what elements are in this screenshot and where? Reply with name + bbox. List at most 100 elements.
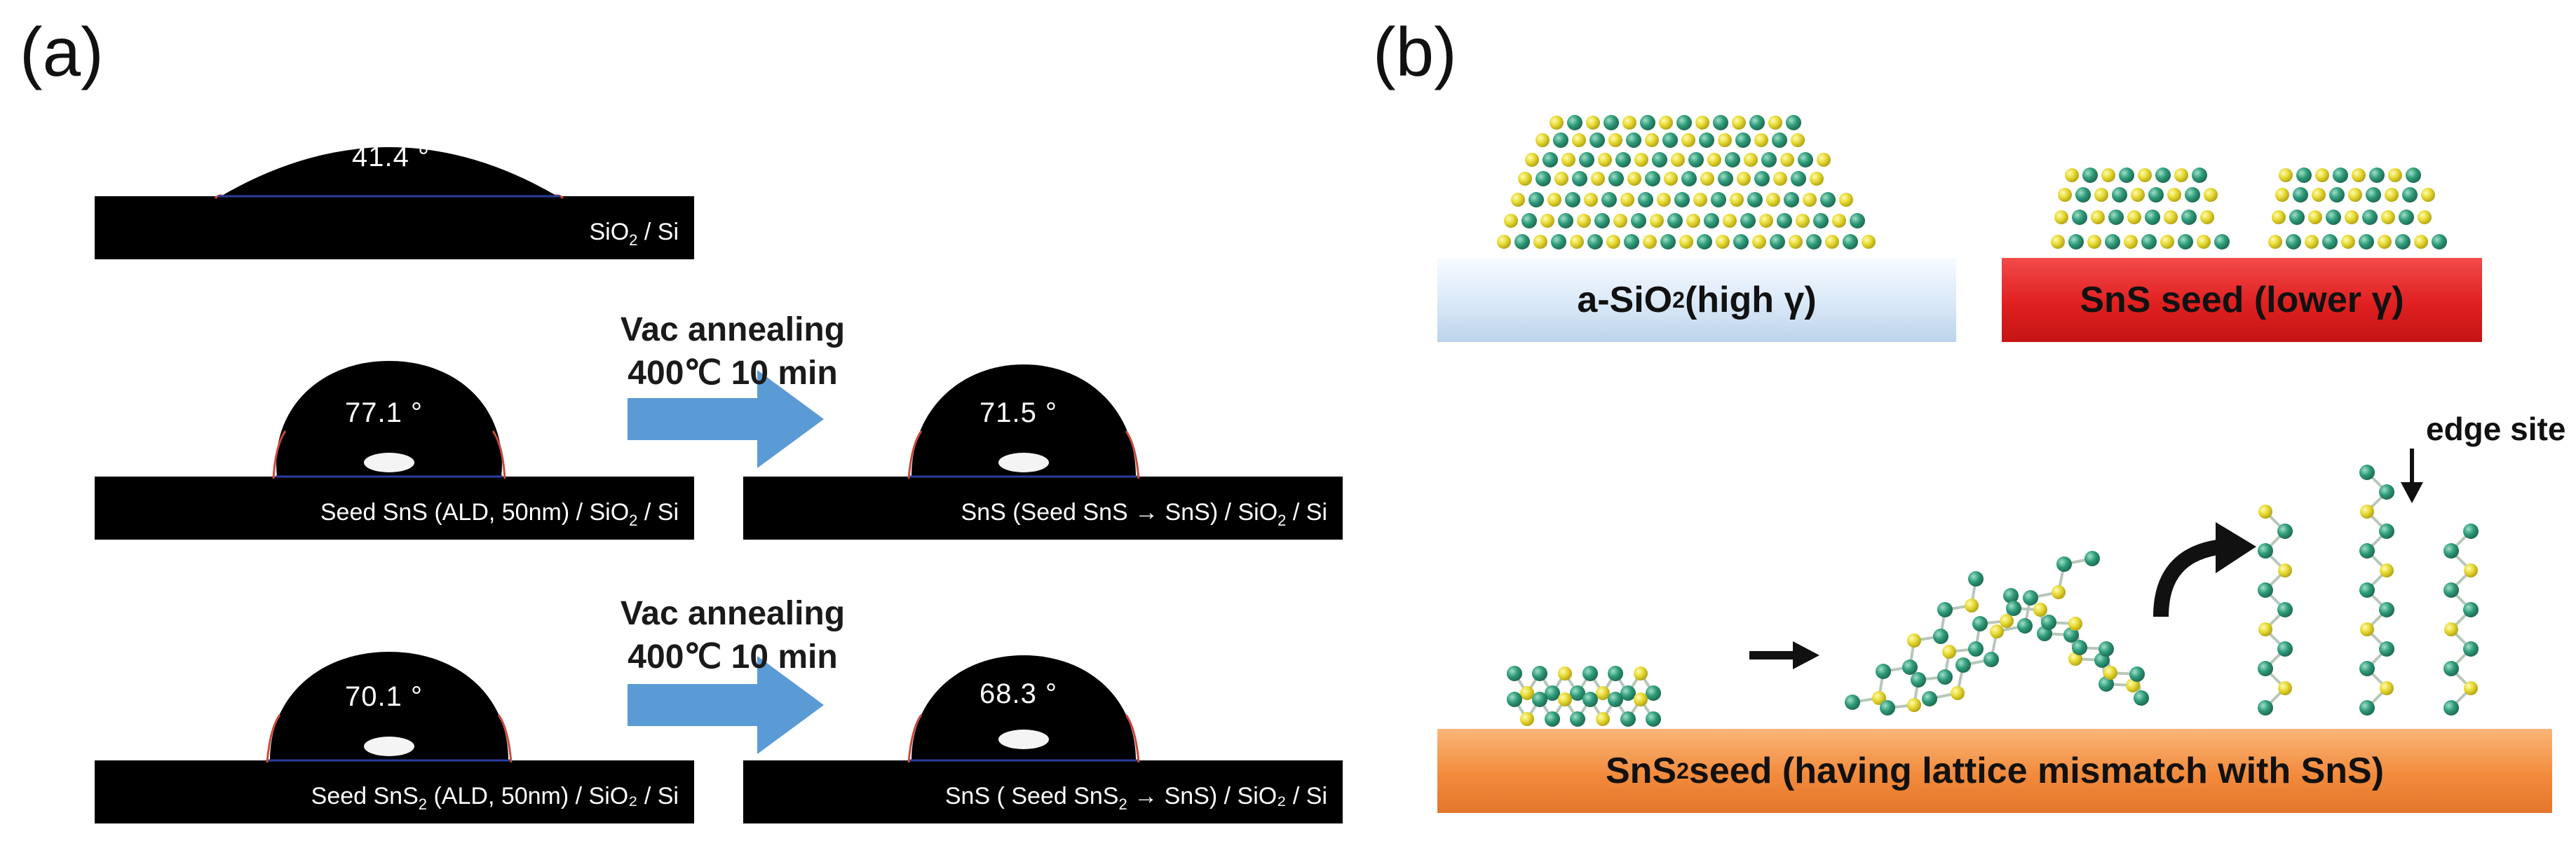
sulfur-atom <box>1572 133 1586 147</box>
tin-atom <box>1747 192 1763 207</box>
tin-atom <box>2108 210 2124 225</box>
tin-atom <box>1545 711 1560 727</box>
tin-atom <box>2379 602 2394 617</box>
tin-atom <box>1532 692 1547 707</box>
tin-atom <box>1646 711 1661 727</box>
sulfur-atom <box>1718 133 1732 147</box>
sulfur-atom <box>1681 133 1695 147</box>
sulfur-atom <box>1558 692 1572 706</box>
sulfur-atom <box>1645 133 1659 147</box>
tin-atom <box>2129 666 2145 682</box>
tin-atom <box>1911 672 1926 688</box>
tin-atom <box>1652 152 1667 167</box>
sulfur-atom <box>1744 153 1758 167</box>
sulfur-atom <box>1643 235 1657 249</box>
sulfur-atom <box>1620 193 1634 207</box>
sulfur-atom <box>1695 116 1709 130</box>
sulfur-atom <box>1657 193 1671 207</box>
annealing-label: Vac annealing 400℃ 10 min <box>620 595 846 676</box>
sulfur-atom <box>1951 686 1965 700</box>
sulfur-atom <box>2341 235 2355 249</box>
tin-atom <box>1545 685 1560 701</box>
tin-atom <box>1733 234 1749 249</box>
tin-atom <box>2112 187 2127 203</box>
sulfur-atom <box>1586 116 1600 130</box>
tin-atom <box>2399 210 2414 225</box>
tin-atom <box>1972 616 1988 631</box>
tin-atom <box>1608 666 1623 681</box>
sulfur-atom <box>1547 193 1561 207</box>
tin-atom <box>1770 234 1785 249</box>
tin-atom <box>2023 590 2038 606</box>
droplet-graphic <box>95 147 694 259</box>
sulfur-atom <box>1803 193 1817 207</box>
sulfur-atom <box>1942 645 1956 659</box>
sulfur-atom <box>1825 235 1839 249</box>
sulfur-atom <box>1598 153 1612 167</box>
sulfur-atom <box>1839 193 1853 207</box>
sulfur-atom <box>1664 172 1678 186</box>
tin-atom <box>1543 152 1558 167</box>
sulfur-atom <box>1791 133 1805 147</box>
sulfur-atom <box>1554 172 1568 186</box>
sulfur-atom <box>1707 153 1721 167</box>
tin-atom <box>2463 602 2479 617</box>
sulfur-atom <box>2414 235 2428 249</box>
tin-atom <box>1761 152 1777 167</box>
tin-atom <box>2402 187 2418 203</box>
tin-atom <box>1749 115 1765 130</box>
tin-atom <box>1620 685 1636 701</box>
annealing-arrow-icon <box>628 370 824 468</box>
tin-atom <box>2293 187 2308 203</box>
sulfur-atom <box>2348 188 2362 202</box>
tin-atom <box>1640 115 1655 130</box>
sulfur-atom <box>2464 563 2478 577</box>
tin-atom <box>1674 192 1690 207</box>
tin-atom <box>1594 213 1610 228</box>
sulfur-atom <box>1679 235 1693 249</box>
tin-atom <box>2099 641 2114 657</box>
contact-angle-image-sns-from-seed-sns2: 68.3 ° SnS ( Seed SnS2 → SnS) / SiO₂ / S… <box>743 617 1343 823</box>
right-arrow-icon <box>1749 641 1819 669</box>
tin-atom <box>1567 115 1582 130</box>
tin-atom <box>1813 213 1829 228</box>
tin-atom <box>2277 602 2293 617</box>
tin-atom <box>2181 210 2197 225</box>
tin-atom <box>1528 192 1544 207</box>
tin-atom <box>1620 711 1636 727</box>
substrate-caption: Seed SnS (ALD, 50nm) / SiO2 / Si <box>320 499 679 529</box>
contact-angle-value: 70.1 ° <box>345 681 423 712</box>
tin-atom <box>1570 711 1585 727</box>
droplet-graphic <box>743 364 1343 540</box>
tin-atom <box>1662 132 1678 148</box>
tin-atom <box>2192 167 2207 183</box>
tin-atom <box>1772 132 1787 148</box>
tin-atom <box>1937 669 1953 685</box>
tin-atom <box>1922 691 1937 706</box>
tin-atom <box>1968 571 1984 587</box>
tin-atom <box>2329 187 2345 203</box>
tin-atom <box>2145 210 2160 225</box>
tin-atom <box>2185 187 2200 203</box>
tin-atom <box>2379 641 2394 657</box>
sulfur-atom <box>1634 692 1648 706</box>
tin-atom <box>2379 524 2394 539</box>
sulfur-atom <box>2308 210 2322 224</box>
sulfur-atom <box>1907 634 1921 648</box>
tin-atom <box>1876 664 1891 679</box>
sulfur-atom <box>2380 563 2394 577</box>
sulfur-atom <box>1634 666 1648 681</box>
down-arrow-icon <box>2401 449 2423 503</box>
sulfur-atom <box>2033 603 2047 617</box>
tin-atom <box>1507 692 1522 707</box>
tin-atom <box>1660 234 1676 249</box>
sulfur-atom <box>2258 505 2272 519</box>
tin-atom <box>2286 234 2301 249</box>
tin-atom <box>2178 234 2193 249</box>
tin-atom <box>1740 213 1756 228</box>
tin-atom <box>1791 171 1806 186</box>
tin-atom <box>2322 234 2338 249</box>
sulfur-atom <box>1504 214 1518 228</box>
tin-atom <box>1646 685 1661 701</box>
sulfur-atom <box>2138 168 2152 182</box>
